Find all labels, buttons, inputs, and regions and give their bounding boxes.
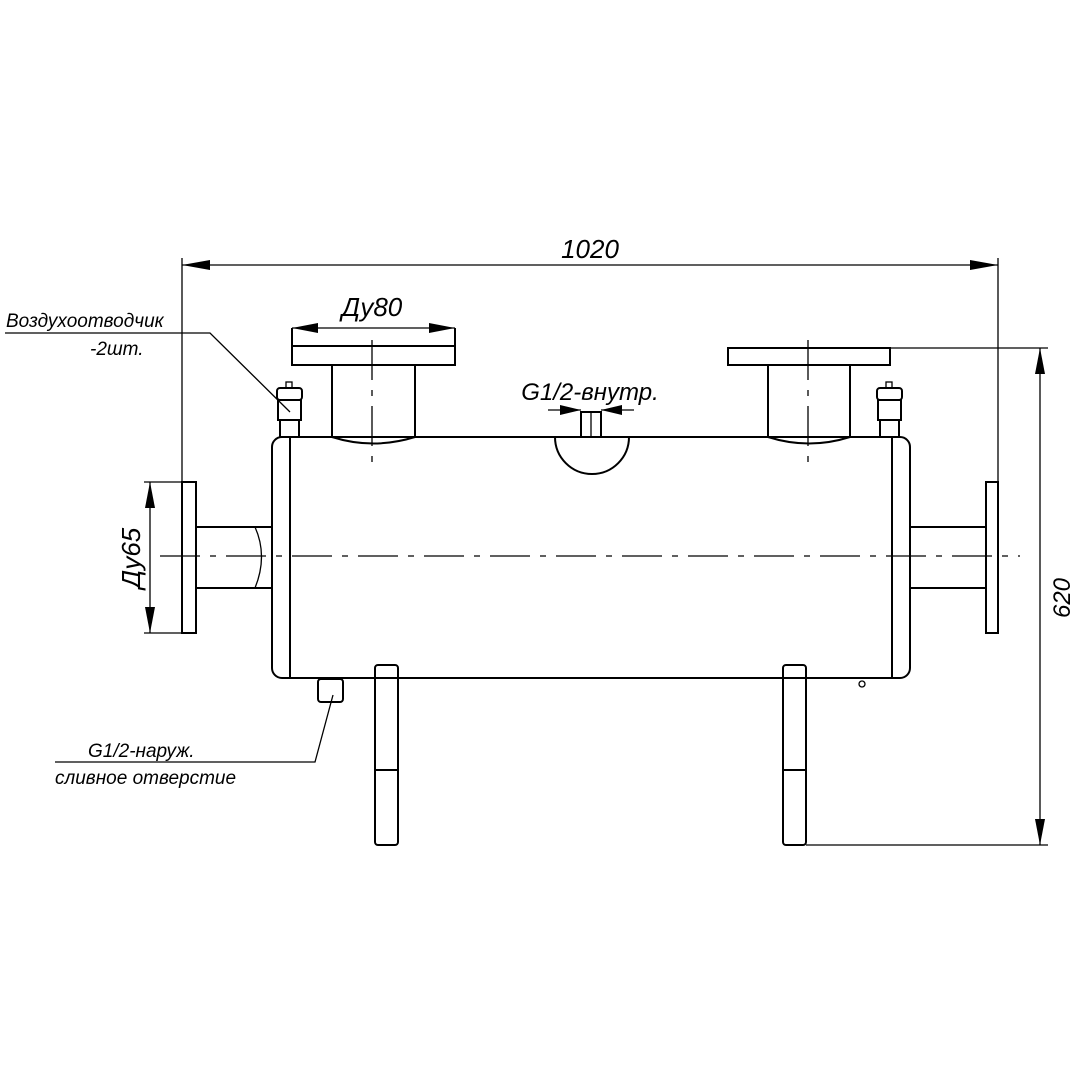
drain-label: G1/2-наруж. — [88, 741, 195, 762]
side-nozzle-right — [909, 481, 999, 634]
leg-right — [782, 664, 807, 846]
top-nozzle-right — [727, 340, 891, 468]
top-nozzle-left: Ду80 — [291, 292, 456, 468]
air-vent-label: Воздухоотводчик — [6, 311, 165, 332]
drain-callout: G1/2-наруж. сливное отверстие — [55, 694, 334, 789]
air-vent-qty: -2шт. — [90, 339, 144, 360]
dy65-label: Ду65 — [116, 527, 146, 591]
air-vent-callout: Воздухоотводчик -2шт. — [5, 311, 291, 413]
small-plug — [858, 680, 866, 688]
air-vent-right — [876, 381, 903, 438]
top-fitting: G1/2-внутр. — [521, 379, 659, 475]
dimension-dy65: Ду65 — [116, 481, 182, 634]
drain-desc: сливное отверстие — [55, 768, 236, 789]
top-fitting-label: G1/2-внутр. — [521, 379, 659, 406]
height-value: 620 — [1049, 577, 1076, 618]
side-nozzle-left — [181, 481, 273, 634]
air-vent-left — [276, 381, 303, 438]
dimension-length: 1020 — [181, 234, 999, 482]
dy80-label: Ду80 — [339, 292, 403, 322]
drain-fitting — [317, 678, 344, 703]
leg-left — [374, 664, 399, 846]
length-value: 1020 — [561, 234, 619, 264]
dimension-height: 620 — [806, 347, 1076, 846]
